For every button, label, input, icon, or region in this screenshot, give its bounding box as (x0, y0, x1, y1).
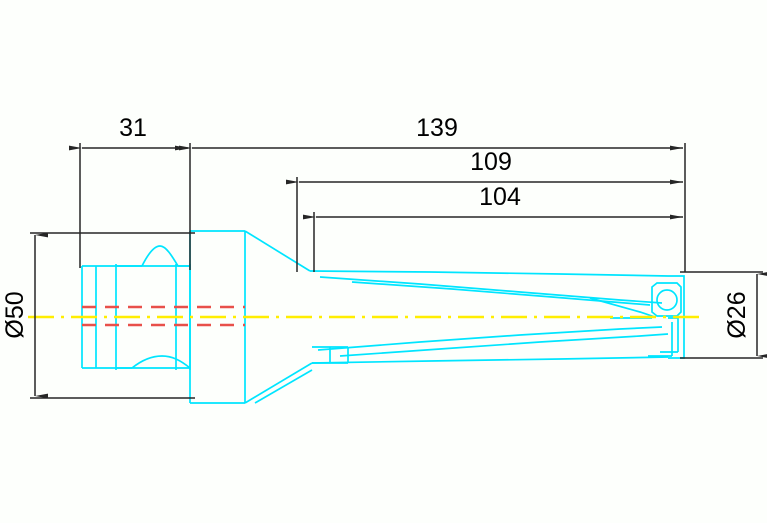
flute-line-upper-1 (319, 276, 663, 304)
coolant-bore-hidden-lines (82, 305, 245, 327)
dim-text-drill-diameter: Ø26 (723, 291, 751, 338)
drill-body-upper (309, 270, 669, 277)
flute-line-lower-2 (339, 333, 669, 357)
taper-transition (244, 230, 313, 404)
dim-text-shank-diameter: Ø50 (1, 291, 29, 338)
body-collar (312, 346, 349, 364)
dim-text-overall-length: 139 (416, 114, 458, 142)
insert-pocket-upper (651, 282, 682, 317)
dim-text-flute-length-lower: 104 (479, 183, 521, 211)
dim-text-flute-length-upper: 109 (470, 148, 512, 176)
insert-screw-hole (656, 289, 678, 311)
dimension-group (30, 143, 767, 399)
flute-line-lower-1 (317, 326, 663, 351)
dim-text-shank-length: 31 (119, 114, 147, 142)
drill-body-lower (311, 356, 669, 364)
